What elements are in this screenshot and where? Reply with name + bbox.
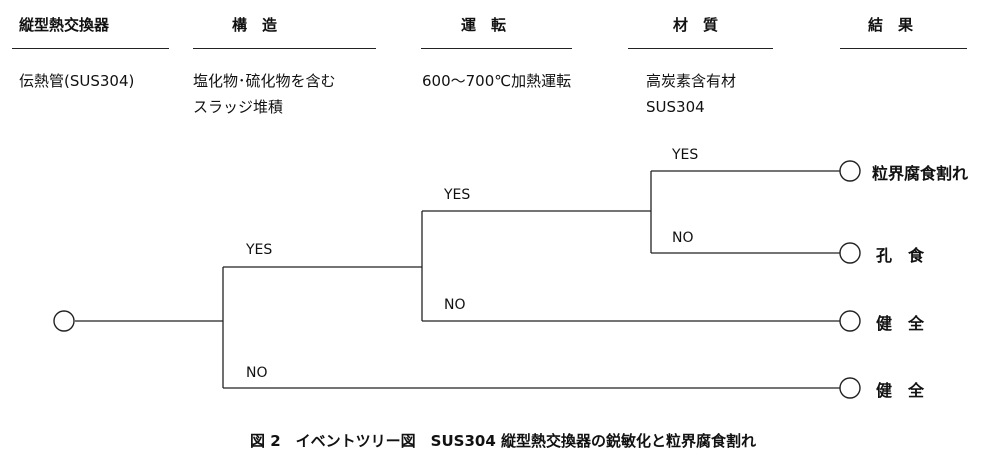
label-structure-no: NO [246, 365, 268, 381]
label-operation-yes: YES [444, 187, 471, 203]
outcome-node-2 [839, 242, 861, 264]
desc-structure: 塩化物･硫化物を含む スラッジ堆積 [193, 68, 336, 120]
desc-operation-text: 600～700℃加熱運転 [422, 72, 572, 90]
label-structure-yes: YES [246, 242, 273, 258]
outcome-label-3: 健 全 [876, 314, 925, 333]
header-rule-result [840, 48, 967, 49]
outcome-node-1 [839, 160, 861, 182]
header-material: 材 質 [673, 16, 719, 34]
header-operation: 運 転 [461, 16, 507, 34]
initiating-event-node [53, 310, 75, 332]
label-operation-no: NO [444, 297, 466, 313]
header-rule-equipment [12, 48, 169, 49]
label-material-yes: YES [672, 147, 699, 163]
desc-equipment-text: 伝熱管(SUS304) [19, 72, 135, 90]
label-material-no: NO [672, 230, 694, 246]
desc-structure-line2: スラッジ堆積 [193, 98, 284, 116]
header-rule-structure [193, 48, 376, 49]
figure-caption: 図 2 イベントツリー図 SUS304 縦型熱交換器の鋭敏化と粒界腐食割れ [250, 432, 756, 450]
header-rule-material [628, 48, 773, 49]
header-rule-operation [421, 48, 572, 49]
outcome-label-2: 孔 食 [876, 246, 925, 265]
header-result: 結 果 [868, 16, 914, 34]
outcome-node-3 [839, 310, 861, 332]
header-equipment: 縦型熱交換器 [19, 16, 110, 34]
desc-material: 高炭素含有材 SUS304 [646, 68, 736, 120]
header-structure: 構 造 [232, 16, 278, 34]
desc-material-line2: SUS304 [646, 98, 705, 116]
desc-equipment: 伝熱管(SUS304) [19, 68, 134, 94]
outcome-node-4 [839, 377, 861, 399]
outcome-label-4: 健 全 [876, 381, 925, 400]
desc-structure-line1: 塩化物･硫化物を含む [193, 72, 336, 90]
outcome-label-1: 粒界腐食割れ [872, 164, 969, 183]
desc-material-line1: 高炭素含有材 [646, 72, 737, 90]
desc-operation: 600～700℃加熱運転 [422, 68, 571, 94]
